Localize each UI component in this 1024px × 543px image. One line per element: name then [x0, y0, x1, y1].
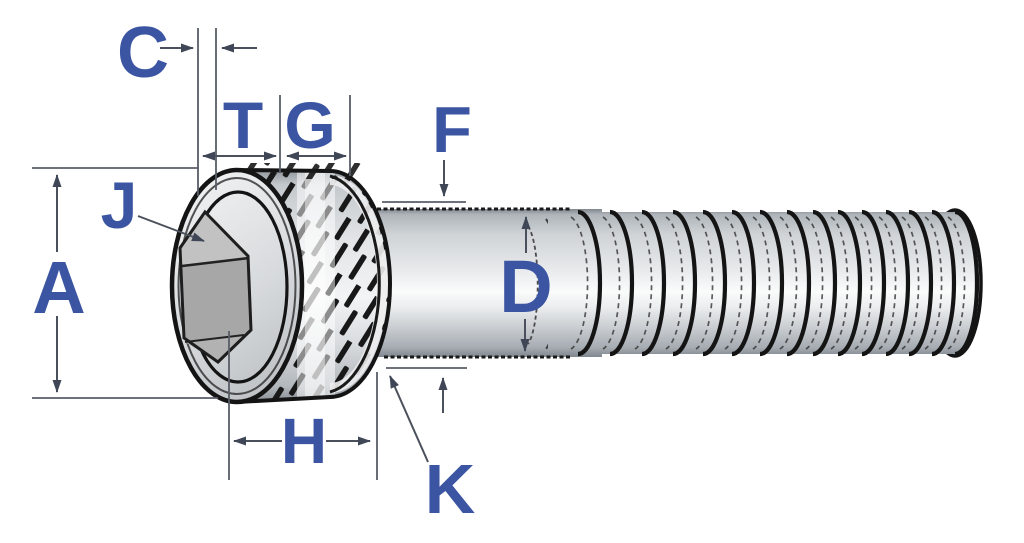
thread-crest-inner-line	[602, 216, 621, 350]
thread-crest	[548, 212, 600, 354]
screw-illustration	[169, 163, 983, 405]
thread-crest-edge	[702, 209, 728, 357]
thread-crest-edge	[885, 209, 911, 357]
thread-crest-edge	[609, 209, 635, 357]
thread-crest-edge	[786, 209, 812, 357]
head-top-knurl-dashes	[240, 163, 366, 179]
thread-crest-edge	[641, 209, 667, 357]
leader-j	[137, 215, 205, 242]
thread-crest-edge	[931, 209, 957, 357]
thread-crest-inner-line	[665, 216, 684, 350]
dimension-lines	[32, 28, 531, 480]
dimension-label-k: K	[425, 450, 476, 528]
thread-crest-edge	[837, 209, 863, 357]
screw-head	[169, 163, 392, 405]
thread-crest-edge	[672, 209, 698, 357]
dimension-label-h: H	[281, 405, 327, 477]
dimension-label-j: J	[101, 168, 138, 242]
thread-crest-inner-line	[695, 216, 714, 350]
dimension-label-f: F	[432, 93, 472, 166]
thread-crest-inner-line	[947, 216, 966, 350]
thread-crest-inner-line	[634, 216, 653, 350]
thread-crest-edge	[759, 209, 785, 357]
thread-crest-inner-line	[752, 216, 771, 350]
dimension-label-c: C	[117, 13, 169, 93]
thread-crest-inner-line	[570, 216, 589, 350]
leader-k	[389, 375, 429, 463]
hex-socket	[178, 209, 253, 364]
knurl-end-arc	[329, 174, 381, 394]
dimension-label-t: T	[223, 88, 263, 162]
dimension-label-d: D	[499, 245, 552, 328]
dimension-label-a: A	[32, 246, 85, 329]
thread-crest-inner-line	[830, 216, 849, 350]
dimension-label-g: G	[284, 88, 335, 162]
thread-crest-edge	[577, 209, 603, 357]
thread-crest-inner-line	[724, 216, 743, 350]
head-face-outer-ring	[177, 177, 297, 395]
thread-crest-inner-line	[901, 216, 920, 350]
thread-crest-inner-line	[878, 216, 897, 350]
thread-crest-inner-line	[779, 216, 798, 350]
screw-threads	[548, 208, 983, 358]
thread-crest-edge	[731, 209, 757, 357]
thread-crest-inner-line	[924, 216, 943, 350]
thread-crest-edge	[908, 209, 934, 357]
dimension-labels: C T G F J A D H K	[32, 13, 552, 528]
thread-crest-edge	[954, 209, 980, 357]
thread-crest-edge	[812, 209, 838, 357]
thread-crest-inner-line	[805, 216, 824, 350]
thread-crest-inner-line	[854, 216, 873, 350]
thread-crest-edge	[861, 209, 887, 357]
